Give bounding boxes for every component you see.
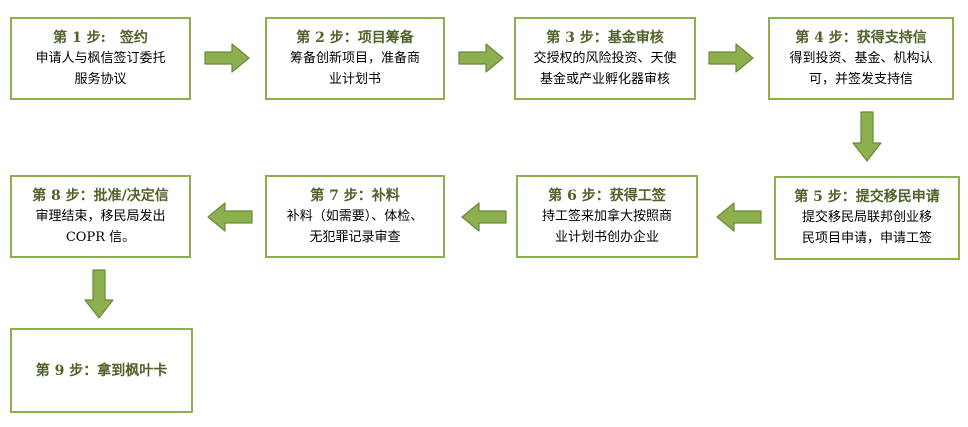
arrow-left-icon: [461, 202, 507, 232]
step-3-title: 第 3 步：基金审核: [546, 29, 664, 46]
step-7-body: 补料（如需要）、体检、 无犯罪记录审查: [286, 208, 424, 245]
arrow-down-icon: [84, 269, 114, 319]
step-6-title: 第 6 步：获得工签: [548, 187, 666, 204]
arrow-down-icon: [852, 111, 882, 162]
step-5-title: 第 5 步：提交移民申请: [794, 189, 940, 205]
step-2-body: 筹备创新项目，准备商 业计划书: [289, 50, 420, 87]
step-4-box: 第 4 步：获得支持信 得到投资、基金、机构认 可，并签发支持信: [768, 17, 954, 100]
step-2-box: 第 2 步：项目筹备 筹备创新项目，准备商 业计划书: [265, 17, 445, 100]
step-1-box: 第 1 步: 签约 申请人与枫信签订委托 服务协议: [10, 17, 191, 100]
step-3-box: 第 3 步：基金审核 交授权的风险投资、天使 基金或产业孵化器审核: [514, 17, 696, 100]
step-9-title: 第 9 步：拿到枫叶卡: [35, 362, 168, 379]
step-4-body: 得到投资、基金、机构认 可，并签发支持信: [789, 50, 933, 87]
arrow-right-icon: [458, 43, 504, 73]
step-4-title: 第 4 步：获得支持信: [795, 29, 927, 46]
step-7-box: 第 7 步：补料 补料（如需要）、体检、 无犯罪记录审查: [265, 175, 445, 258]
step-1-title: 第 1 步: 签约: [53, 29, 148, 46]
arrow-left-icon: [716, 202, 762, 232]
step-5-box: 第 5 步：提交移民申请 提交移民局联邦创业移 民项目申请，申请工签: [774, 176, 960, 260]
step-6-box: 第 6 步：获得工签 持工签来加拿大按照商 业计划书创办企业: [516, 175, 698, 258]
arrow-right-icon: [708, 43, 754, 73]
step-1-body: 申请人与枫信签订委托 服务协议: [35, 50, 166, 87]
step-5-body: 提交移民局联邦创业移 民项目申请，申请工签: [801, 210, 932, 246]
step-8-title: 第 8 步：批准/决定信: [32, 187, 169, 204]
step-3-body: 交授权的风险投资、天使 基金或产业孵化器审核: [533, 50, 677, 87]
step-6-body: 持工签来加拿大按照商 业计划书创办企业: [541, 208, 672, 245]
step-8-box: 第 8 步：批准/决定信 审理结束，移民局发出 COPR 信。: [10, 175, 191, 258]
step-2-title: 第 2 步：项目筹备: [296, 29, 414, 46]
step-9-box: 第 9 步：拿到枫叶卡: [10, 328, 193, 413]
step-8-body: 审理结束，移民局发出 COPR 信。: [35, 208, 166, 245]
arrow-left-icon: [207, 202, 253, 232]
arrow-right-icon: [204, 43, 250, 73]
step-7-title: 第 7 步：补料: [310, 187, 400, 204]
